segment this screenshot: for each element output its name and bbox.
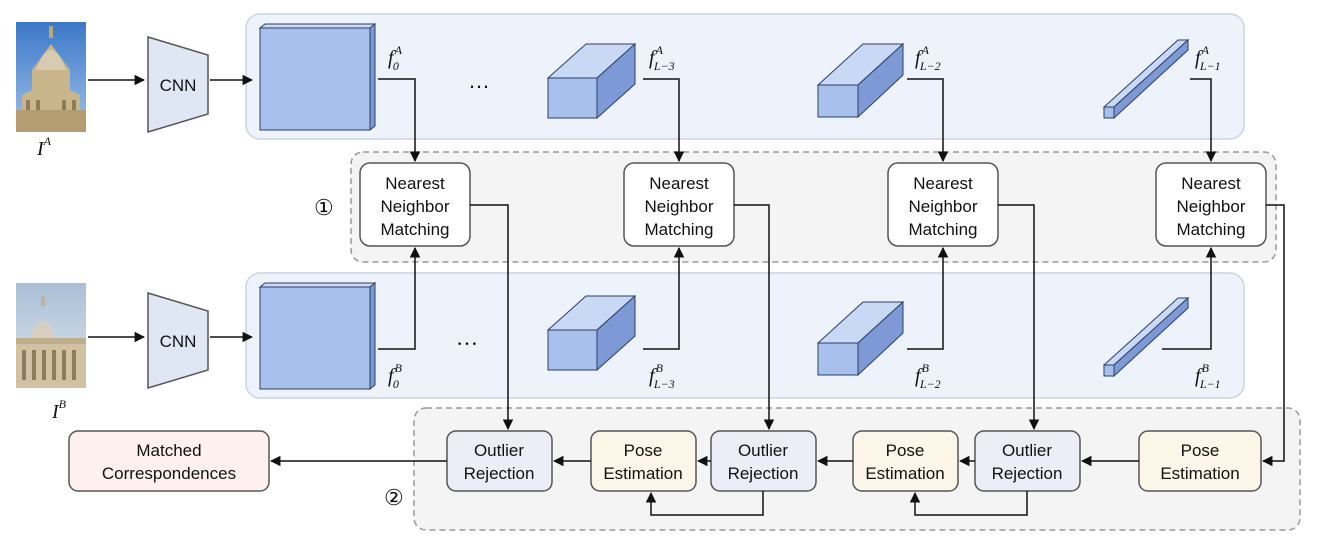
svg-text:Nearest: Nearest — [649, 174, 709, 193]
svg-text:Matching: Matching — [381, 220, 450, 239]
svg-text:Nearest: Nearest — [1181, 174, 1241, 193]
feature-map-a-l3 — [546, 42, 637, 120]
connectors-features-b — [378, 246, 1217, 350]
connectors-matching-to-refinement — [470, 204, 1285, 467]
image-a-label: IA — [36, 134, 52, 160]
cnn-label-a: CNN — [160, 76, 197, 95]
feature-map-b-l1 — [1102, 296, 1190, 378]
step-marker-1: ① — [314, 195, 334, 220]
outlier-box-2: Outlier Rejection — [974, 430, 1081, 492]
svg-text:Correspondences: Correspondences — [102, 464, 236, 483]
svg-text:Nearest: Nearest — [913, 174, 973, 193]
svg-text:Estimation: Estimation — [1160, 464, 1239, 483]
svg-text:Estimation: Estimation — [603, 464, 682, 483]
matching-box-0: Nearest Neighbor Matching — [359, 162, 471, 247]
svg-text:Matching: Matching — [909, 220, 978, 239]
image-b-label: IB — [51, 397, 67, 423]
image-b-photo — [16, 283, 86, 388]
svg-text:Rejection: Rejection — [992, 464, 1063, 483]
connectors-features-a — [378, 78, 1217, 163]
svg-text:Pose: Pose — [624, 441, 663, 460]
outlier-box-1: Outlier Rejection — [710, 430, 817, 492]
svg-text:Pose: Pose — [886, 441, 925, 460]
matching-box-3: Nearest Neighbor Matching — [1155, 162, 1267, 247]
svg-text:Neighbor: Neighbor — [909, 197, 978, 216]
connectors-refinement-chain — [269, 455, 1139, 516]
feature-map-a-0 — [258, 22, 377, 132]
feature-map-b-l3 — [546, 294, 637, 372]
matching-box-1: Nearest Neighbor Matching — [623, 162, 735, 247]
svg-text:Rejection: Rejection — [464, 464, 535, 483]
svg-text:Outlier: Outlier — [474, 441, 524, 460]
svg-text:Matching: Matching — [1177, 220, 1246, 239]
svg-text:Neighbor: Neighbor — [1177, 197, 1246, 216]
svg-text:Outlier: Outlier — [738, 441, 788, 460]
svg-text:Outlier: Outlier — [1002, 441, 1052, 460]
svg-text:Rejection: Rejection — [728, 464, 799, 483]
matching-panel — [350, 151, 1277, 263]
svg-text:Neighbor: Neighbor — [645, 197, 714, 216]
cnn-block-a — [147, 35, 209, 134]
pose-box-1: Pose Estimation — [590, 430, 697, 492]
cnn-label-b: CNN — [160, 332, 197, 351]
step-marker-2: ② — [384, 485, 404, 510]
feature-panel-a — [245, 13, 1245, 140]
outlier-box-0: Outlier Rejection — [446, 430, 553, 492]
feature-map-b-0 — [258, 281, 377, 391]
svg-text:Matched: Matched — [136, 441, 201, 460]
cnn-block-b — [147, 291, 209, 390]
feature-map-b-l2 — [816, 300, 905, 377]
feature-map-a-l2 — [816, 42, 905, 119]
svg-text:Matching: Matching — [645, 220, 714, 239]
svg-text:Nearest: Nearest — [385, 174, 445, 193]
matched-correspondences-box: Matched Correspondences — [68, 430, 270, 492]
ellipsis-a: … — [468, 68, 490, 93]
pose-box-2: Pose Estimation — [852, 430, 959, 492]
svg-text:Estimation: Estimation — [865, 464, 944, 483]
image-a-photo — [16, 22, 86, 132]
matching-box-2: Nearest Neighbor Matching — [887, 162, 999, 247]
ellipsis-b: … — [456, 325, 478, 350]
feature-map-a-l1 — [1102, 38, 1190, 120]
pose-box-3: Pose Estimation — [1138, 430, 1262, 492]
svg-text:Pose: Pose — [1181, 441, 1220, 460]
svg-text:Neighbor: Neighbor — [381, 197, 450, 216]
